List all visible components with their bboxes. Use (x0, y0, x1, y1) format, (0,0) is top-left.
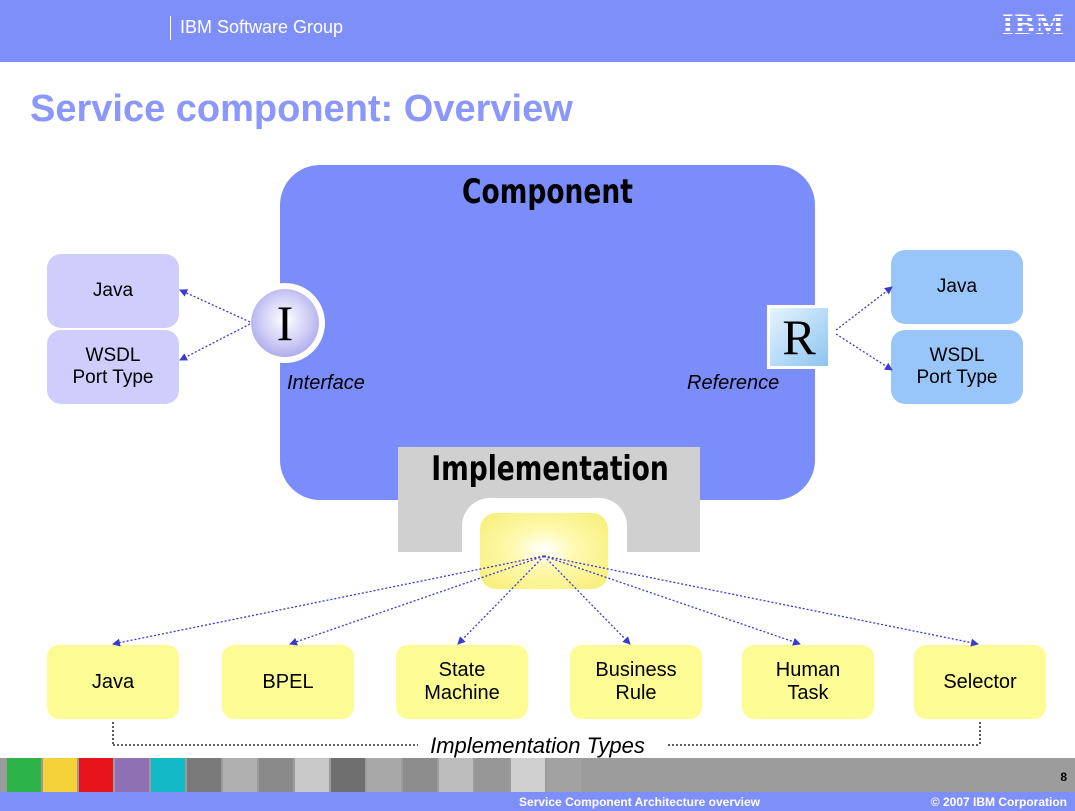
impl-type-state-machine: State Machine (396, 645, 528, 719)
arrow-impl-selector (543, 555, 979, 647)
arrow-impl-state-machine (457, 555, 545, 645)
page-number: 8 (1060, 770, 1067, 784)
reference-caption: Reference (687, 372, 780, 394)
arrow-impl-java (112, 555, 545, 647)
footer-tile (43, 758, 77, 792)
footer-tile (115, 758, 149, 792)
footer-tile (259, 758, 293, 792)
footer-tile (7, 758, 41, 792)
impl-type-business-rule: Business Rule (570, 645, 702, 719)
impl-type-selector: Selector (914, 645, 1046, 719)
slide-title: Service component: Overview (30, 88, 573, 130)
footer-tile (187, 758, 221, 792)
implementation-socket (480, 513, 608, 589)
ibm-logo: IBM (1002, 8, 1065, 41)
impl-type-java: Java (47, 645, 179, 719)
reference-type-wsdl: WSDL Port Type (891, 330, 1023, 404)
impl-type-human-task: Human Task (742, 645, 874, 719)
implementation-types-bracket (112, 722, 981, 746)
interface-caption: Interface (287, 372, 365, 394)
footer-tile (547, 758, 581, 792)
footer-tile (475, 758, 509, 792)
arrow-impl-business-rule (543, 555, 631, 645)
footer-tile (223, 758, 257, 792)
arrow-reference-java (835, 286, 893, 331)
arrow-impl-human-task (543, 555, 801, 646)
header-separator (170, 16, 171, 40)
arrow-interface-java (179, 289, 251, 323)
header-bar (0, 0, 1075, 62)
component-body (280, 165, 815, 500)
arrow-impl-bpel (289, 555, 545, 646)
header-group-name: IBM Software Group (180, 17, 344, 37)
implementation-label-box (398, 447, 700, 497)
footer-bar (0, 792, 1075, 811)
implementation-label: Implementation (431, 449, 669, 489)
footer-copyright: © 2007 IBM Corporation (930, 795, 1067, 809)
footer-tile (403, 758, 437, 792)
footer-tile (295, 758, 329, 792)
arrow-interface-wsdl (179, 323, 251, 361)
footer-tile (331, 758, 365, 792)
footer-tile (79, 758, 113, 792)
impl-type-bpel: BPEL (222, 645, 354, 719)
reference-symbol: R (767, 305, 831, 369)
footer-tile (511, 758, 545, 792)
component-label: Component (462, 172, 633, 212)
footer-tile (439, 758, 473, 792)
footer-tile (367, 758, 401, 792)
footer-tile (151, 758, 185, 792)
arrow-reference-wsdl (835, 333, 893, 371)
interface-type-java: Java (47, 254, 179, 328)
implementation-types-caption: Implementation Types (0, 733, 1075, 759)
reference-type-java: Java (891, 250, 1023, 324)
interface-symbol: I (251, 289, 319, 357)
interface-type-wsdl: WSDL Port Type (47, 330, 179, 404)
footer-presentation-title: Service Component Architecture overview (519, 795, 760, 809)
